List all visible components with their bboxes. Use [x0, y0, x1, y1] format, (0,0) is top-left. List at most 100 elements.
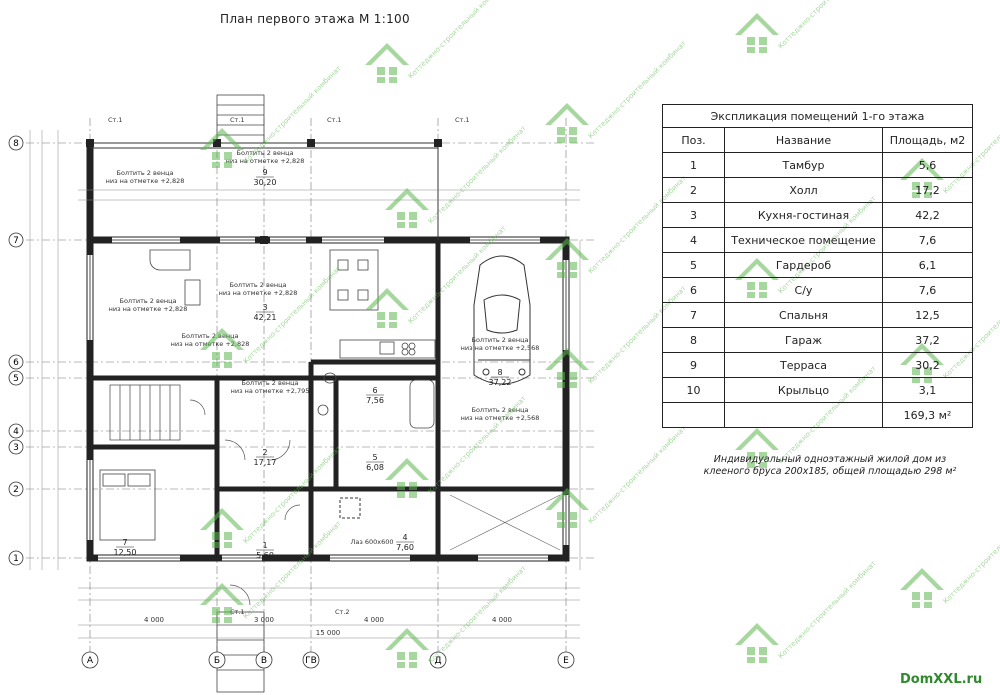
cell-name: Гараж — [724, 327, 883, 353]
dimension-lines — [29, 130, 581, 639]
note-st1-d: Ст.1 — [455, 116, 470, 124]
room-area: 7,56 — [366, 396, 384, 405]
axis-bubble — [8, 481, 24, 497]
cell-area: 17,2 — [882, 177, 973, 203]
room-number: 4 — [402, 533, 407, 542]
axis-label: 7 — [13, 236, 19, 246]
house-logo-icon — [200, 508, 244, 548]
header-name: Название — [724, 127, 883, 153]
bedroom-bed — [99, 469, 156, 541]
total-area: 169,3 м² — [882, 402, 973, 428]
cell-area: 12,5 — [882, 302, 973, 328]
staircase — [109, 384, 181, 441]
room-area: 7,60 — [396, 543, 414, 552]
cell-pos: 2 — [662, 177, 725, 203]
cell-name: Терраса — [724, 352, 883, 378]
cell-pos: 10 — [662, 377, 725, 403]
note-st1-b: Ст.1 — [230, 116, 245, 124]
watermark-text: Коттеджно-строительный комбинат — [407, 0, 508, 80]
cell-pos: 9 — [662, 352, 725, 378]
cell-name: С/у — [724, 277, 883, 303]
note-st1-e: Ст.1 — [230, 608, 245, 616]
watermark-text: Коттеджно-строительный комбинат — [777, 0, 878, 50]
axis-bubble — [557, 651, 575, 669]
axis-label: В — [261, 656, 267, 666]
room-area: 42,21 — [254, 313, 277, 322]
kitchen-furniture — [149, 249, 436, 359]
total-empty-1 — [662, 402, 725, 428]
axis-bubble — [8, 550, 24, 566]
room-area: 12,50 — [114, 548, 137, 557]
dim-a-b: 4 000 — [144, 616, 164, 624]
cell-pos: 6 — [662, 277, 725, 303]
terrace-posts — [86, 139, 442, 244]
cell-pos: 1 — [662, 152, 725, 178]
watermark-logo: Коттеджно-строительный комбинат — [385, 124, 528, 228]
room-area: 6,08 — [366, 463, 384, 472]
house-logo-icon — [200, 583, 244, 623]
axis-label: Б — [214, 656, 220, 666]
bathroom-fixtures — [317, 372, 435, 429]
axis-bubble — [255, 651, 273, 669]
note-west-bolt: Болтить 2 венца — [117, 169, 174, 177]
brand-logo[interactable]: DomXXL.ru — [900, 672, 983, 687]
axis-bubble — [8, 423, 24, 439]
watermark-text: Коттеджно-строительный комбинат — [777, 559, 878, 660]
axis-label: 1 — [13, 554, 19, 564]
axis-label: 8 — [13, 139, 19, 149]
axis-label: 2 — [13, 485, 19, 495]
note-hatch: Лаз 600х600 — [350, 538, 393, 546]
watermark-logo: Коттеджно-строительный комбинат — [900, 504, 1000, 608]
note-garage2-level: низ на отметке +2,568 — [461, 414, 540, 422]
watermark-logo: Коттеджно-строительный комбинат — [385, 394, 528, 498]
axis-bubble — [8, 135, 24, 151]
axis-bubble — [81, 651, 99, 669]
plan-annotations: Болтить 2 венца низ на отметке +2,828 Бо… — [106, 116, 540, 616]
overall-dimensions: 4 000 3 000 4 000 4 000 15 000 — [144, 616, 512, 637]
note-terrace-bolt: Болтить 2 венца — [237, 149, 294, 157]
room-area: 37,22 — [489, 378, 512, 387]
garage-car — [473, 255, 531, 385]
room-labels: 930,20342,2167,56837,22217,1756,08712,50… — [114, 168, 512, 560]
room-number: 1 — [262, 541, 267, 550]
note-hall-bolt: Болтить 2 венца — [242, 379, 299, 387]
dim-gv-d: 4 000 — [364, 616, 384, 624]
watermark-text: Коттеджно-строительный комбинат — [587, 424, 688, 525]
note-garage-bolt: Болтить 2 венца — [472, 336, 529, 344]
dim-d-e: 4 000 — [492, 616, 512, 624]
cell-name: Холл — [724, 177, 883, 203]
floor-hatch — [339, 497, 361, 519]
watermark-logo: Коттеджно-строительный комбинат — [735, 559, 878, 663]
note-st1-a: Ст.1 — [108, 116, 123, 124]
house-logo-icon — [545, 103, 589, 143]
terrace-frame — [90, 142, 439, 240]
window-openings — [87, 237, 569, 561]
room-number: 3 — [262, 303, 267, 312]
room-number: 6 — [372, 386, 377, 395]
axis-label: 3 — [13, 443, 19, 453]
note-west-level: низ на отметке +2,828 — [106, 177, 185, 185]
note-kitchen-level: низ на отметке +2,828 — [219, 289, 298, 297]
cell-area: 3,1 — [882, 377, 973, 403]
axis-label: 5 — [13, 374, 19, 384]
house-logo-icon — [735, 13, 779, 53]
watermark-text: Коттеджно-строительный комбинат — [942, 504, 1000, 605]
plan-title: План первого этажа М 1:100 — [220, 12, 410, 26]
door-swings — [189, 399, 301, 606]
axis-label: 6 — [13, 358, 19, 368]
axis-label: 4 — [13, 427, 19, 437]
house-logo-icon — [385, 188, 429, 228]
house-logo-icon — [735, 623, 779, 663]
cell-area: 30,2 — [882, 352, 973, 378]
note-st1-c: Ст.1 — [327, 116, 342, 124]
note-st2: Ст.2 — [335, 608, 350, 616]
note-garage-level: низ на отметке +2,568 — [461, 344, 540, 352]
cell-area: 42,2 — [882, 202, 973, 228]
axis-bubble — [8, 439, 24, 455]
